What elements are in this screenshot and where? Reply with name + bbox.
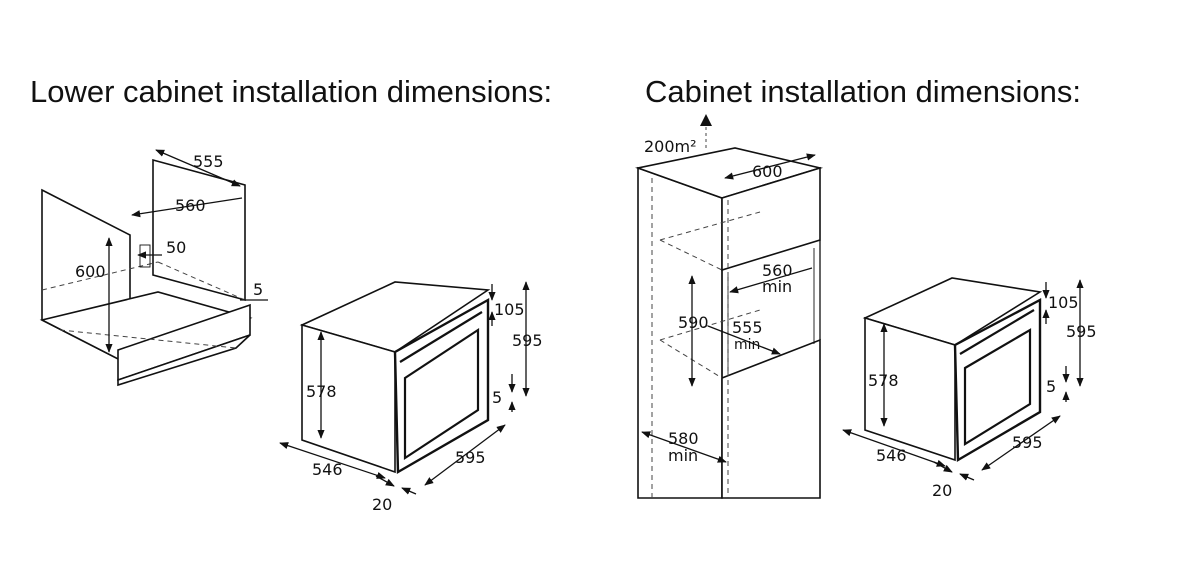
tall-dim-555: 555: [732, 318, 763, 337]
dim-555: 555: [193, 152, 224, 171]
oven2-dim-5: 5: [1046, 377, 1056, 396]
dim-600: 600: [75, 262, 106, 281]
cabinet-rail: [139, 244, 151, 268]
oven1-dim-578: 578: [306, 382, 337, 401]
oven2-dim-105: 105: [1048, 293, 1079, 312]
oven-control-strip: [399, 311, 483, 363]
tall-dim-555-min: min: [734, 337, 760, 353]
oven1-dim-595-height: 595: [512, 331, 543, 350]
cabinet-back-panel: [152, 158, 246, 302]
lower-cabinet-drawing: 555 560 50 600 5: [39, 149, 268, 387]
oven1-dim-546: 546: [312, 460, 343, 479]
oven2-door-window: [963, 328, 1032, 446]
tall-cabinet-lower-front: [721, 338, 821, 499]
lower-cabinet-heading: Lower cabinet installation dimensions:: [30, 74, 553, 109]
tall-dim-560-min: min: [762, 277, 792, 296]
dim-560: 560: [175, 196, 206, 215]
oven2-dim-20: 20: [932, 481, 952, 500]
cabinet-plinth-bottom: [117, 334, 251, 387]
tall-dim-580-min: min: [668, 446, 698, 465]
tall-dim-600: 600: [752, 162, 783, 181]
oven2-dim-546: 546: [876, 446, 907, 465]
cabinet-heading: Cabinet installation dimensions:: [645, 74, 1081, 109]
tall-dim-560: 560: [762, 261, 793, 280]
dim-50: 50: [166, 238, 186, 257]
dim-5-cabinet: 5: [253, 280, 263, 299]
tall-oven-drawing: 105 595 578 5 546 595 20: [842, 277, 1097, 500]
tall-dim-590: 590: [678, 313, 709, 332]
oven1-dim-105: 105: [494, 300, 525, 319]
lower-oven-drawing: 105 595 578 5 546 595 20: [279, 281, 543, 514]
oven2-dim-595-height: 595: [1066, 322, 1097, 341]
vent-200m2: 200m²: [644, 137, 697, 156]
oven-door-window: [403, 327, 480, 461]
oven1-dim-5: 5: [492, 388, 502, 407]
oven-side: [301, 323, 396, 474]
tall-cabinet-drawing: 200m² 600 560 min 590 555 min 580 min: [635, 114, 824, 499]
oven1-dim-595-width: 595: [455, 448, 486, 467]
oven2-dim-578: 578: [868, 371, 899, 390]
oven1-dim-20: 20: [372, 495, 392, 514]
tall-dim-580: 580: [668, 429, 699, 448]
oven2-control-strip: [959, 309, 1035, 355]
oven2-dim-595-width: 595: [1012, 433, 1043, 452]
